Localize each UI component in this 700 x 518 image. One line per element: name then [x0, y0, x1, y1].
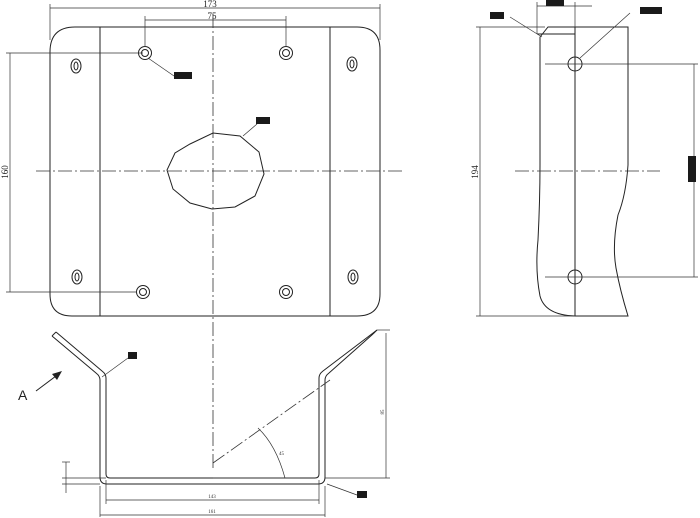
dim-right-vertical-label: 85 — [381, 409, 386, 415]
mounting-hole-top-right — [279, 46, 293, 60]
front-view: 173 75 160 — [0, 0, 404, 470]
dim-right-vertical: 85 — [325, 329, 390, 479]
slot-hole-right-top — [346, 56, 358, 72]
dim-height-label: 160 — [0, 165, 10, 179]
angle-construction-line — [212, 379, 331, 464]
dim-outer-bottom-label: 161 — [208, 510, 216, 515]
slot-hole-left-top — [70, 58, 82, 74]
tip-right — [372, 329, 378, 335]
side-callout-tag-top-right — [579, 7, 662, 59]
dim-width: 173 — [49, 0, 381, 40]
dim-inner-bottom-label: 143 — [208, 495, 216, 500]
side-dim-top — [536, 0, 592, 34]
mounting-hole-bottom-right — [279, 285, 293, 299]
center-hole — [166, 132, 265, 210]
view-a-label: A — [18, 387, 28, 403]
callout-tag-hole — [147, 57, 192, 79]
dim-inner-bottom: 143 — [105, 480, 320, 504]
angle-arc — [257, 427, 286, 479]
bent-profile-inner — [55, 329, 378, 479]
tip-left — [51, 331, 57, 337]
view-a-arrowhead-icon — [52, 371, 62, 380]
dim-thickness — [62, 461, 106, 493]
mounting-hole-bottom-left — [136, 285, 150, 299]
bottom-view: 45 85 143 161 — [18, 329, 390, 517]
slot-hole-right-bottom — [347, 269, 359, 285]
dim-hole-spacing-label: 75 — [208, 11, 218, 21]
view-a-marker: A — [18, 371, 62, 403]
side-dim-height: 194 — [470, 26, 575, 317]
plate-outline — [49, 26, 381, 317]
side-view: 194 — [470, 0, 698, 317]
callout-tag-center-hole — [242, 117, 270, 137]
slot-hole-left-bottom — [71, 269, 83, 285]
dim-height: 160 — [0, 52, 143, 293]
dim-angle-label: 45 — [279, 452, 285, 457]
side-callout-tag-right — [688, 156, 696, 182]
side-callout-tag-top-left — [490, 12, 543, 38]
bottom-callout-tag-left — [101, 352, 137, 378]
side-dim-height-label: 194 — [470, 165, 480, 179]
side-profile — [536, 26, 629, 317]
dim-outer-bottom: 161 — [99, 486, 326, 517]
bent-profile-outer — [51, 333, 374, 485]
dim-width-label: 173 — [203, 0, 217, 9]
dim-hole-spacing: 75 — [144, 11, 287, 47]
bottom-callout-tag-right — [326, 483, 367, 498]
